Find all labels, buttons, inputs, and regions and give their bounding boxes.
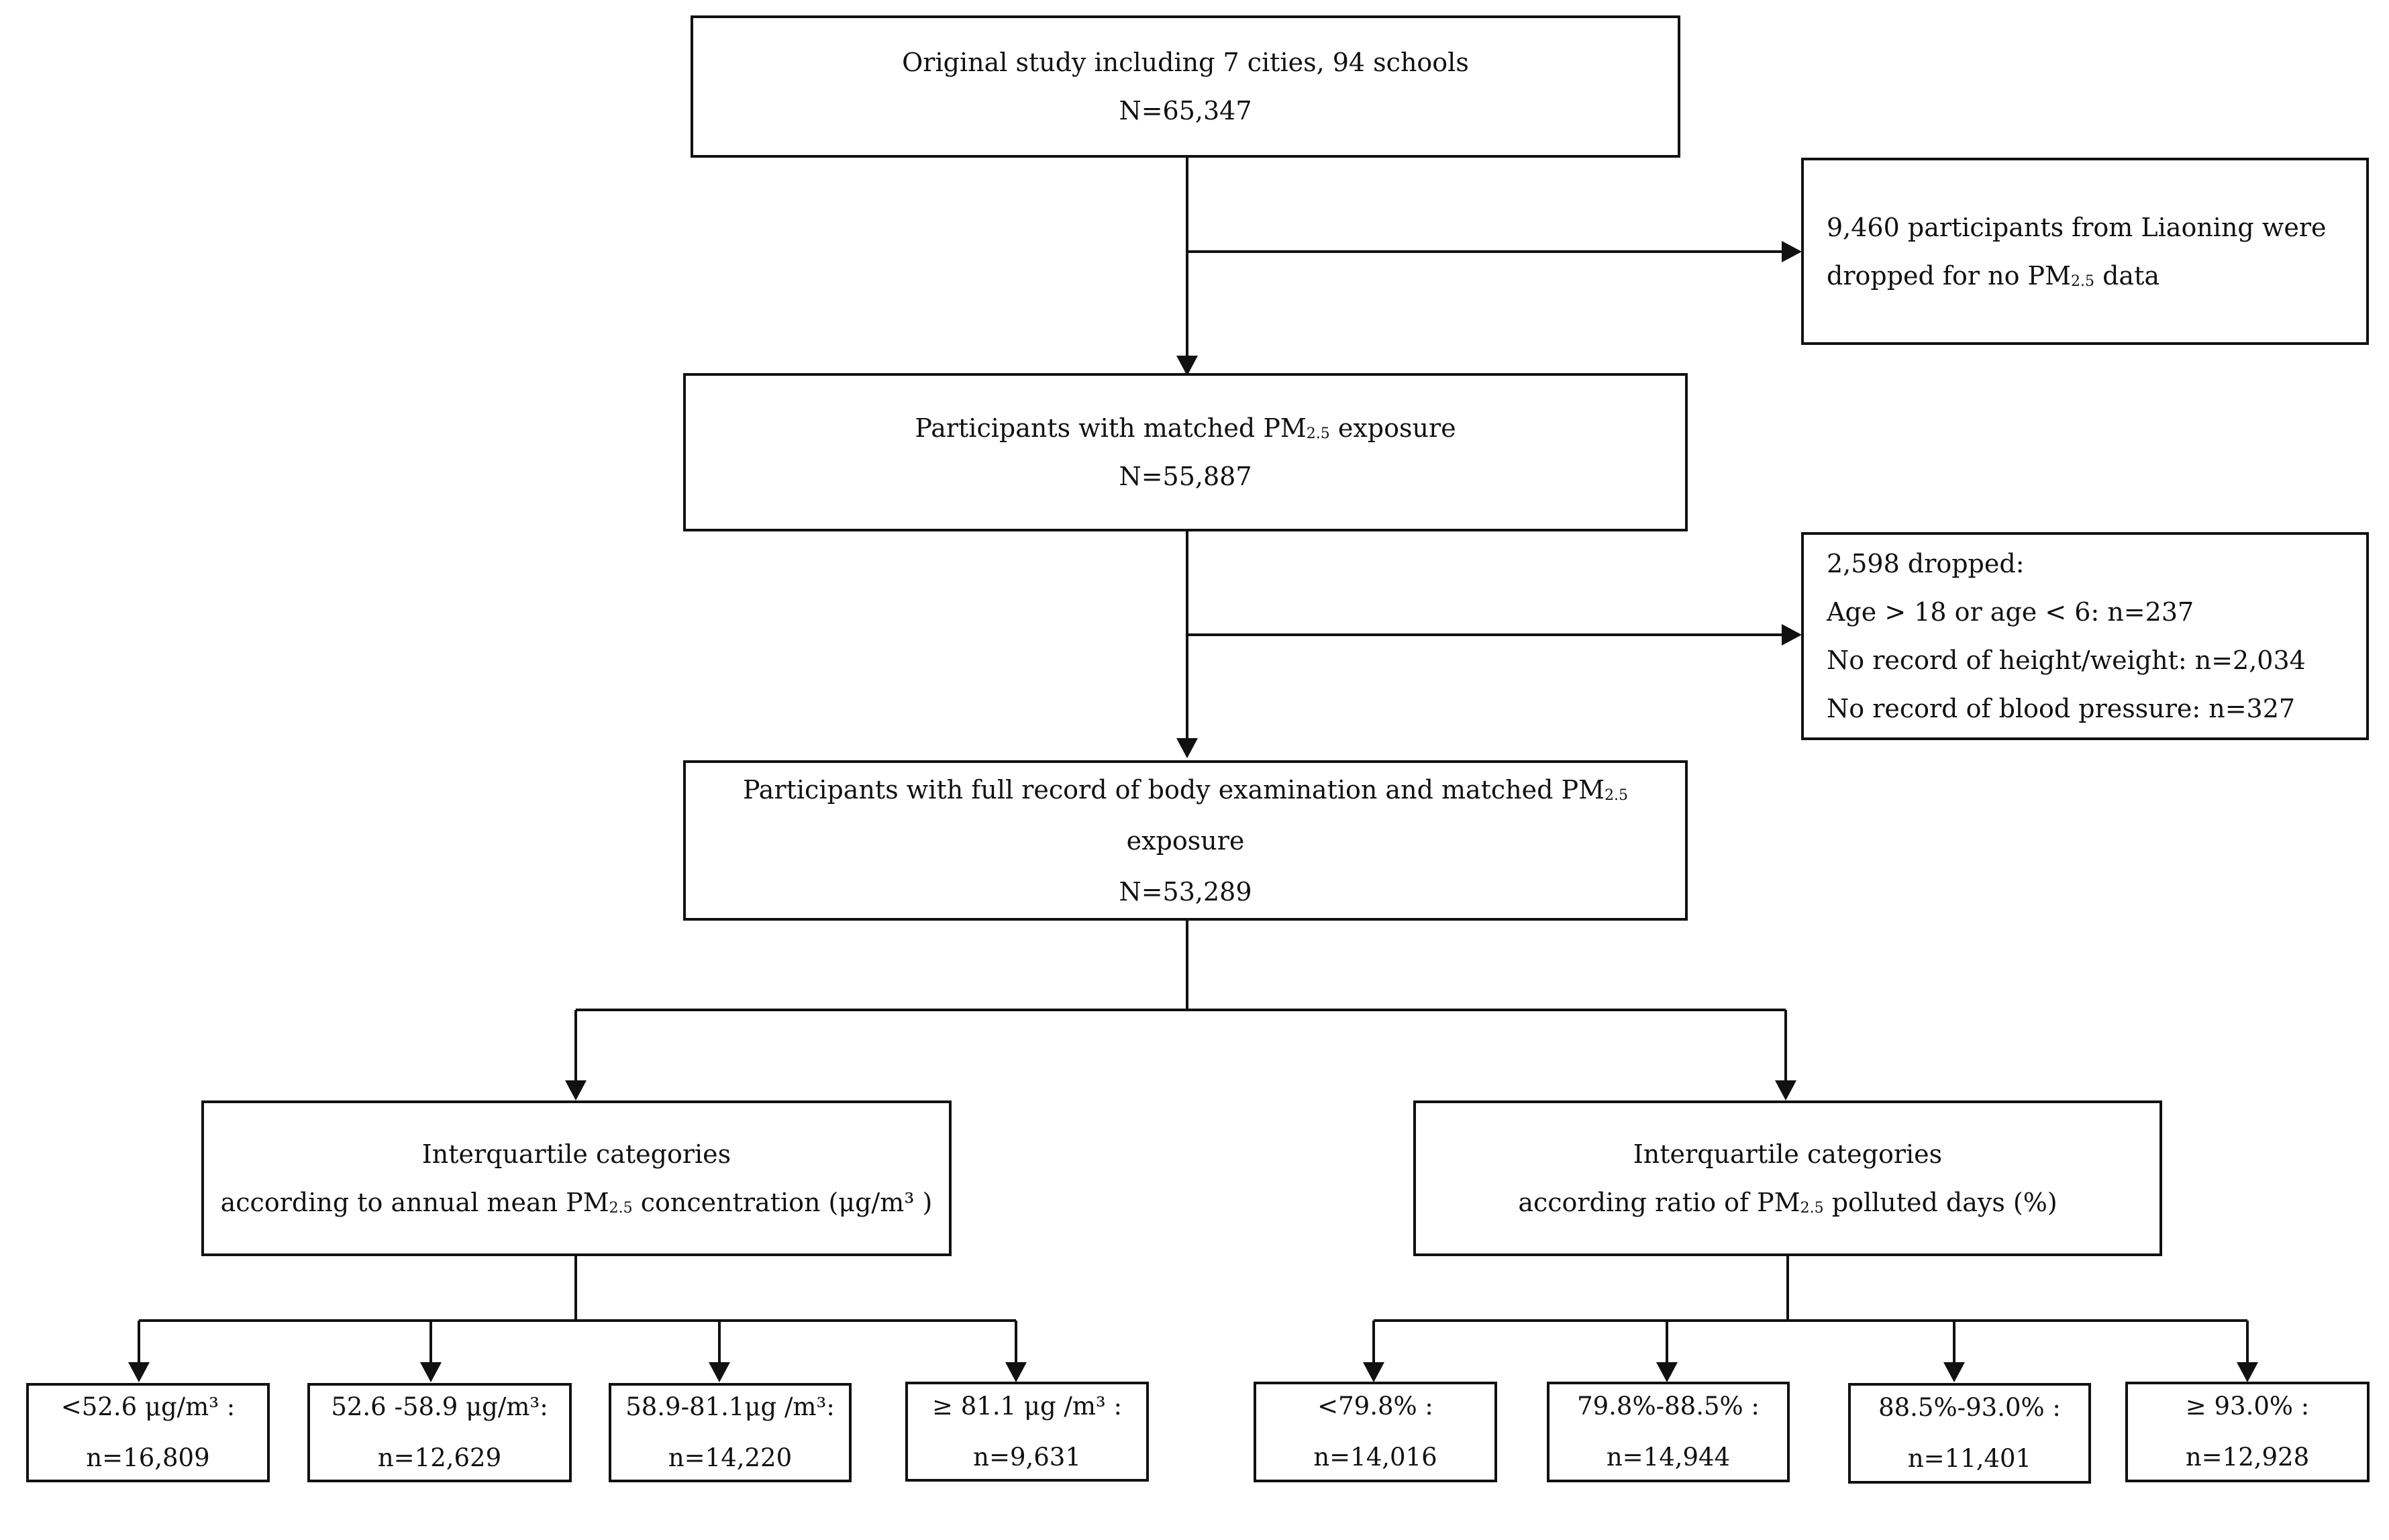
ratio-quartile-4-box: ≥ 93.0% : n=12,928	[2125, 1382, 2370, 1482]
ratio-quartile-3-box: 88.5%-93.0% : n=11,401	[1848, 1383, 2091, 1484]
matched-exposure-count: N=55,887	[1119, 462, 1252, 491]
dropped-blood-pressure: No record of blood pressure: n=327	[1827, 694, 2296, 723]
ratio-quartile-3-label: 88.5%-93.0% :	[1878, 1393, 2061, 1422]
dropped-total: 2,598 dropped:	[1827, 549, 2025, 578]
annual-quartile-4-count: n=9,631	[973, 1442, 1081, 1472]
annual-quartile-3-count: n=14,220	[668, 1443, 793, 1472]
arrow-to-matched	[1176, 356, 1198, 376]
arrow-annual-q2	[420, 1362, 442, 1382]
ratio-days-category-subtitle: according ratio of PM2.5 polluted days (…	[1518, 1188, 2057, 1217]
annual-quartile-4-label: ≥ 81.1 μg /m³ :	[931, 1391, 1122, 1421]
annual-mean-category-subtitle: according to annual mean PM2.5 concentra…	[220, 1188, 933, 1217]
annual-quartile-1-count: n=16,809	[86, 1443, 210, 1472]
arrow-ratio-q3	[1943, 1362, 1965, 1382]
dropped-age: Age > 18 or age < 6: n=237	[1827, 597, 2194, 627]
ratio-days-category-box: Interquartile categories according ratio…	[1413, 1100, 2162, 1256]
original-study-count: N=65,347	[1119, 96, 1252, 125]
annual-quartile-2-box: 52.6 -58.9 μg/m³: n=12,629	[307, 1383, 572, 1482]
arrow-annual-q3	[709, 1362, 730, 1382]
arrow-ratio-q1	[1363, 1362, 1384, 1382]
original-study-box: Original study including 7 cities, 94 sc…	[691, 15, 1680, 158]
ratio-quartile-2-box: 79.8%-88.5% : n=14,944	[1547, 1382, 1790, 1482]
ratio-quartile-1-label: <79.8% :	[1317, 1392, 1433, 1421]
arrow-ratio-q4	[2237, 1362, 2258, 1382]
annual-quartile-1-label: <52.6 μg/m³ :	[60, 1392, 236, 1421]
dropped-height-weight: No record of height/weight: n=2,034	[1827, 646, 2306, 675]
arrow-annual-q1	[128, 1362, 150, 1382]
arrow-to-annual	[565, 1080, 587, 1100]
arrow-annual-q4	[1005, 1362, 1027, 1382]
full-record-label-cont: exposure	[1126, 825, 1245, 856]
matched-exposure-box: Participants with matched PM2.5 exposure…	[683, 373, 1688, 531]
annual-quartile-3-box: 58.9-81.1μg /m³: n=14,220	[609, 1383, 852, 1482]
ratio-days-category-title: Interquartile categories	[1633, 1139, 1943, 1169]
full-record-label: Participants with full record of body ex…	[742, 774, 1629, 805]
annual-mean-category-box: Interquartile categories according to an…	[201, 1100, 952, 1256]
liaoning-excluded-line1: 9,460 participants from Liaoning were	[1827, 212, 2327, 242]
annual-quartile-2-count: n=12,629	[377, 1443, 502, 1472]
annual-quartile-3-label: 58.9-81.1μg /m³:	[625, 1392, 835, 1421]
liaoning-excluded-line2: dropped for no PM2.5 data	[1827, 260, 2160, 291]
ratio-quartile-3-count: n=11,401	[1907, 1444, 2032, 1473]
arrow-to-liaoning	[1782, 241, 1802, 262]
annual-quartile-1-box: <52.6 μg/m³ : n=16,809	[26, 1383, 270, 1482]
ratio-quartile-1-count: n=14,016	[1313, 1443, 1437, 1472]
full-record-count: N=53,289	[1119, 876, 1252, 907]
full-record-box: Participants with full record of body ex…	[683, 760, 1688, 921]
annual-quartile-2-label: 52.6 -58.9 μg/m³:	[331, 1392, 548, 1421]
arrow-to-dropped	[1782, 624, 1802, 646]
dropped-box: 2,598 dropped: Age > 18 or age < 6: n=23…	[1801, 532, 2369, 740]
liaoning-excluded-box: 9,460 participants from Liaoning were dr…	[1801, 158, 2369, 345]
arrow-ratio-q2	[1656, 1362, 1678, 1382]
annual-mean-category-title: Interquartile categories	[421, 1139, 731, 1169]
matched-exposure-label: Participants with matched PM2.5 exposure	[915, 413, 1456, 443]
annual-quartile-4-box: ≥ 81.1 μg /m³ : n=9,631	[905, 1382, 1149, 1482]
ratio-quartile-4-count: n=12,928	[2185, 1443, 2310, 1472]
arrow-to-ratio	[1775, 1080, 1796, 1100]
original-study-label: Original study including 7 cities, 94 sc…	[902, 48, 1469, 77]
ratio-quartile-4-label: ≥ 93.0% :	[2185, 1392, 2310, 1421]
ratio-quartile-2-count: n=14,944	[1606, 1443, 1731, 1472]
ratio-quartile-1-box: <79.8% : n=14,016	[1254, 1382, 1497, 1482]
arrow-to-full	[1176, 738, 1198, 758]
ratio-quartile-2-label: 79.8%-88.5% :	[1577, 1392, 1760, 1421]
